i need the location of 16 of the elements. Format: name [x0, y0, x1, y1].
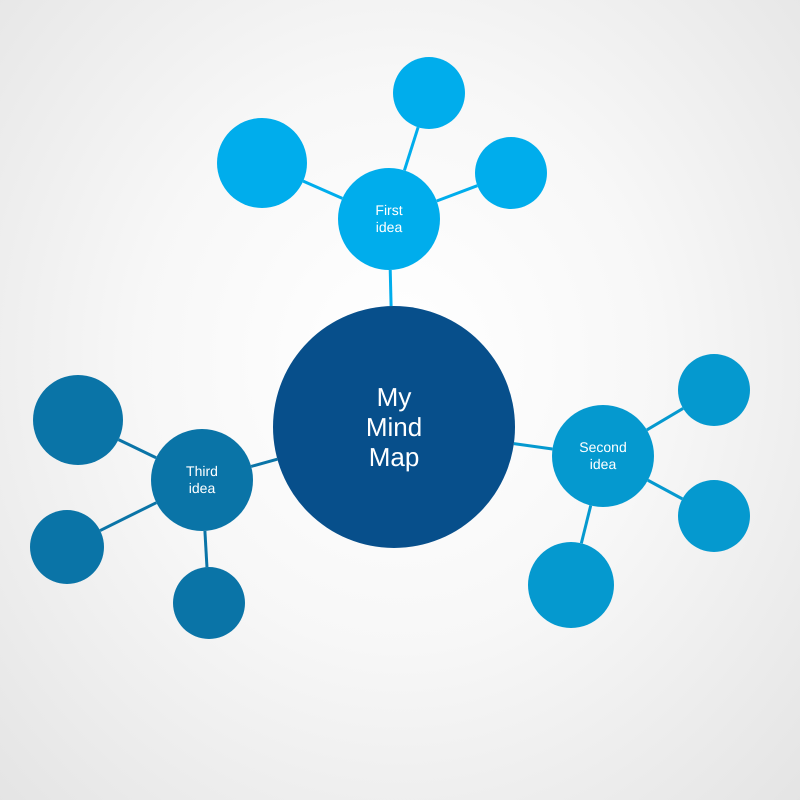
connector-line [250, 458, 278, 468]
idea-label: First idea [374, 202, 404, 236]
central-topic-label: My Mind Map [364, 382, 424, 472]
connector-line [403, 126, 420, 171]
connector-line [302, 180, 343, 200]
connector-line [646, 407, 684, 432]
connector-line [436, 184, 478, 202]
connector-line [99, 501, 157, 532]
idea-label: Third idea [185, 463, 219, 497]
connector-line [647, 478, 684, 500]
connector-line [203, 530, 208, 568]
connector-line [580, 505, 592, 544]
connector-line [514, 442, 553, 450]
idea-label: Second idea [578, 439, 628, 473]
connector-line [118, 438, 157, 460]
connector-line [388, 270, 393, 306]
